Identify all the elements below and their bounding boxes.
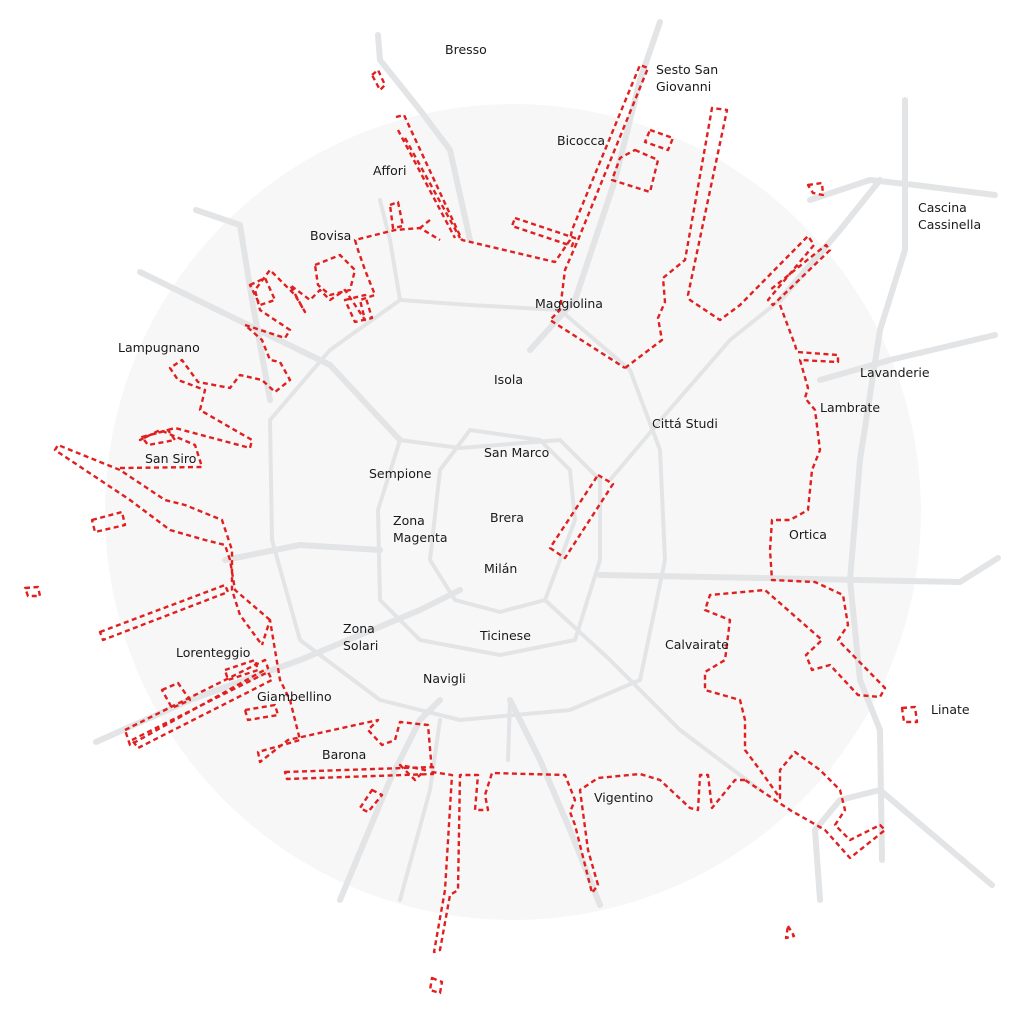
label-maggiolina: Maggiolina: [535, 296, 603, 311]
label-isola: Isola: [494, 372, 523, 387]
label-lampugnano: Lampugnano: [118, 340, 200, 355]
label-lambrate: Lambrate: [820, 400, 880, 415]
radial-road: [817, 332, 998, 383]
zone-boundary-bicocca: [624, 106, 832, 369]
zone-boundary-lorenteggio-strip: [98, 583, 230, 642]
radial-road: [137, 269, 403, 443]
radial-road: [337, 697, 443, 903]
zone-plot: [140, 428, 177, 447]
label-zona-magenta-line1: Zona: [393, 513, 425, 528]
zone-plot: [643, 128, 675, 152]
label-zona-magenta-line2: Magenta: [393, 530, 448, 545]
zone-boundary-barona: [283, 765, 435, 781]
label-bresso: Bresso: [445, 42, 487, 57]
label-ortica: Ortica: [789, 527, 827, 542]
label-zona-solari-line2: Solari: [343, 638, 378, 653]
label-calvairate: Calvairate: [665, 637, 729, 652]
label-cascina-cassinella-line1: Cascina: [918, 200, 967, 215]
zone-plot: [784, 924, 796, 940]
road-network: [93, 19, 1001, 908]
zone-boundary-north: [395, 63, 650, 370]
zone-boundary-east: [703, 304, 887, 860]
zone-plot: [343, 293, 374, 324]
label-sesto-san-giovanni-line1: Sesto San: [656, 62, 718, 77]
zone-plot: [223, 658, 260, 682]
radial-road: [812, 787, 995, 903]
zone-boundary-affori: [396, 129, 462, 239]
zone-boundary-central: [548, 473, 615, 560]
label-lavanderie: Lavanderie: [860, 365, 930, 380]
outer-ring-road: [268, 298, 667, 722]
label-linate: Linate: [931, 702, 970, 717]
label-san-marco: San Marco: [484, 445, 549, 460]
radial-road: [847, 97, 908, 863]
zone-boundary-giambellino: [123, 658, 270, 747]
label-giambellino: Giambellino: [257, 689, 332, 704]
radial-road: [777, 177, 883, 303]
inner-ring-road: [428, 428, 577, 614]
label-zona-solari-line1: Zona: [343, 621, 375, 636]
label-navigli: Navigli: [423, 671, 466, 686]
radial-road: [507, 697, 603, 908]
zone-plot: [23, 585, 42, 598]
label-ticinese: Ticinese: [479, 628, 531, 643]
zone-boundary-bovisa: [244, 226, 441, 340]
zone-plot: [243, 703, 280, 722]
label-milan: Milán: [484, 561, 517, 576]
zone-boundary-south: [256, 618, 745, 954]
zone-plot: [370, 68, 387, 92]
zone-plot: [428, 976, 444, 995]
radial-road: [222, 542, 383, 563]
zone-plot: [90, 510, 127, 534]
radial-road: [807, 177, 998, 203]
radial-road: [398, 718, 442, 902]
zone-plot: [900, 705, 919, 724]
zone-plot: [610, 148, 660, 194]
radial-road: [506, 698, 512, 762]
label-sesto-san-giovanni-line2: Giovanni: [656, 79, 711, 94]
label-vigentino: Vigentino: [594, 790, 653, 805]
zone-plot: [398, 763, 427, 782]
zone-plot: [510, 216, 577, 248]
radial-road: [543, 598, 762, 792]
label-citta-studi: Cittá Studi: [652, 416, 718, 431]
radial-road: [193, 207, 273, 403]
zone-plot: [160, 681, 192, 710]
radial-road: [597, 555, 1001, 585]
city-area-disc: [105, 104, 921, 920]
radial-road: [375, 32, 473, 243]
label-brera: Brera: [490, 510, 524, 525]
label-sempione: Sempione: [369, 466, 432, 481]
label-barona: Barona: [322, 747, 366, 762]
middle-ring-road: [376, 438, 602, 657]
zone-plot: [313, 253, 357, 297]
label-bicocca: Bicocca: [557, 133, 605, 148]
zone-boundary-lorenteggio: [53, 443, 271, 646]
label-affori: Affori: [373, 163, 406, 178]
zone-plot: [248, 276, 277, 307]
zone-plot: [806, 181, 825, 197]
label-bovisa: Bovisa: [310, 228, 351, 243]
radial-road: [378, 198, 402, 302]
label-cascina-cassinella-line2: Cassinella: [918, 217, 981, 232]
zone-boundary-giambellino-2: [130, 670, 274, 750]
zone-outlines: [23, 63, 919, 995]
label-lorenteggio: Lorenteggio: [176, 645, 250, 660]
zone-boundary-san-siro: [119, 324, 292, 470]
place-labels: Bresso Sesto San Giovanni Bicocca Affori…: [118, 42, 981, 805]
label-san-siro: San Siro: [145, 451, 196, 466]
radial-road: [608, 298, 782, 482]
